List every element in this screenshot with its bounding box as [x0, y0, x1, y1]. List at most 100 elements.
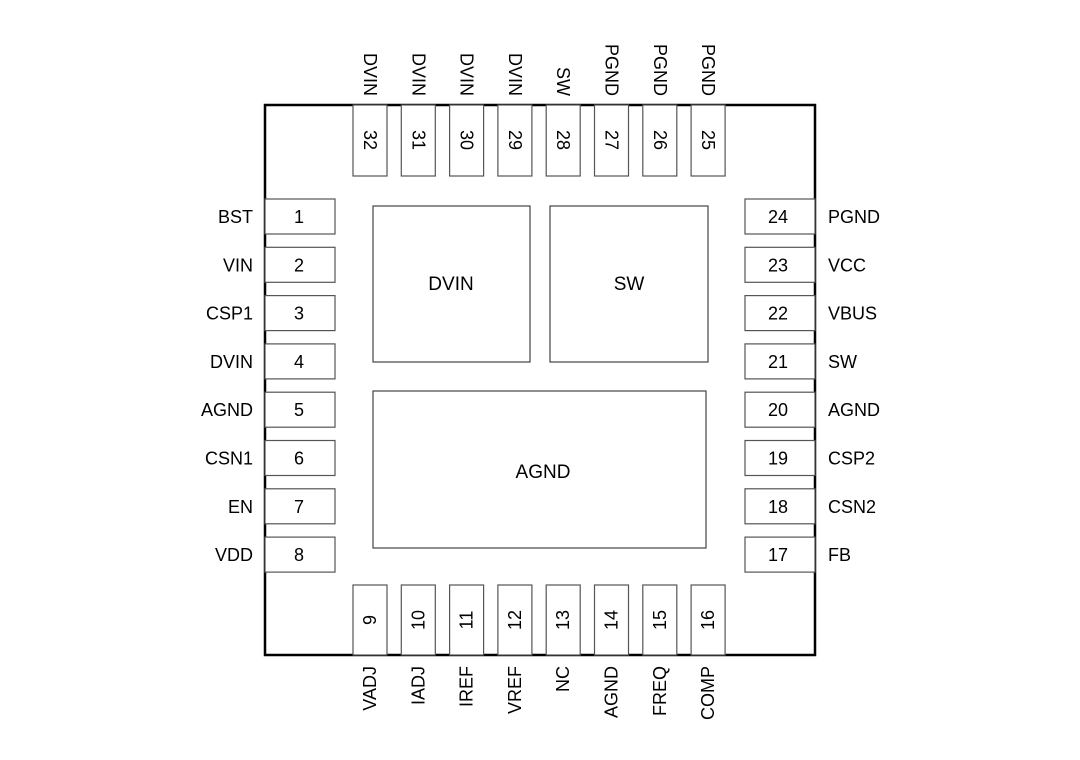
- pin-name: DVIN: [505, 53, 525, 96]
- pin-pad: [264, 536, 336, 573]
- pin-number: 18: [768, 497, 788, 517]
- pin-name: AGND: [201, 400, 253, 420]
- pin-26: 26 PGND: [642, 44, 678, 177]
- pin-name: AGND: [602, 666, 622, 718]
- pin-pad: [744, 198, 816, 235]
- pin-5: 5 AGND: [201, 391, 336, 428]
- pin-number: 16: [698, 610, 718, 630]
- pin-7: 7EN: [228, 488, 336, 525]
- pin-2: 2 VIN: [223, 246, 336, 283]
- pin-pad: [264, 439, 336, 477]
- pin-number: 17: [768, 545, 788, 565]
- pin-pad: [744, 295, 816, 332]
- pin-pad: [744, 343, 816, 380]
- pin-number: 26: [650, 130, 670, 150]
- exposed-pad-label: AGND: [516, 462, 571, 483]
- pin-number: 29: [505, 130, 525, 150]
- pin-name: FREQ: [650, 666, 670, 716]
- pin-name: AGND: [828, 400, 880, 420]
- pin-name: NC: [553, 666, 573, 692]
- pin-pad: [449, 584, 485, 656]
- pin-name: VIN: [223, 255, 253, 275]
- pin-name: CSP2: [828, 449, 875, 469]
- pin-pad: [264, 488, 336, 525]
- pin-pad: [400, 104, 436, 177]
- pin-name: CSP1: [206, 304, 253, 324]
- pin-number: 27: [602, 130, 622, 150]
- pin-name: EN: [228, 497, 253, 517]
- pin-number: 10: [408, 610, 428, 630]
- pin-name: DVIN: [457, 53, 477, 96]
- pin-pad: [264, 295, 336, 332]
- pin-pad: [264, 391, 336, 428]
- pin-name: VREF: [505, 666, 525, 714]
- pin-name: PGND: [602, 44, 622, 96]
- pin-22: 22 VBUS: [744, 295, 877, 332]
- pin-name: PGND: [650, 44, 670, 96]
- pin-pad: [449, 104, 485, 177]
- pin-pad: [497, 584, 533, 656]
- pin-pad: [744, 439, 816, 477]
- pin-name: PGND: [698, 44, 718, 96]
- pin-number: 24: [768, 207, 788, 227]
- pin-pad: [545, 104, 581, 177]
- pin-name: VCC: [828, 255, 866, 275]
- pin-pad: [400, 584, 436, 656]
- pin-number: 28: [553, 130, 573, 150]
- exposed-pad-label: DVIN: [428, 274, 473, 295]
- pin-pad: [642, 104, 678, 177]
- pin-number: 6: [294, 449, 304, 469]
- pin-4: 4 DVIN: [210, 343, 336, 380]
- pin-pad: [264, 246, 336, 283]
- top-pins: 32DVIN31DVIN30DVIN29DVIN28SW27PGND26PGND…: [352, 44, 726, 177]
- pin-name: SW: [553, 67, 573, 96]
- pin-pad: [744, 488, 816, 525]
- pin-number: 22: [768, 304, 788, 324]
- pin-number: 32: [360, 130, 380, 150]
- pin-name: DVIN: [210, 352, 253, 372]
- pin-number: 21: [768, 352, 788, 372]
- pin-number: 4: [294, 352, 304, 372]
- pin-pad: [352, 104, 388, 177]
- pin-pad: [545, 584, 581, 656]
- exposed-pad-dvin: DVIN: [372, 205, 531, 363]
- bottom-pins: 9VADJ10IADJ11IREF12VREF13NC14AGND15FREQ1…: [352, 584, 726, 720]
- pin-name: VBUS: [828, 304, 877, 324]
- pin-number: 5: [294, 400, 304, 420]
- pin-number: 8: [294, 545, 304, 565]
- pin-number: 12: [505, 610, 525, 630]
- pin-name: COMP: [698, 666, 718, 720]
- pin-name: CSN1: [205, 449, 253, 469]
- pin-18: 18 CSN2: [744, 488, 876, 525]
- pin-pad: [690, 584, 726, 656]
- pin-pad: [497, 104, 533, 177]
- pin-number: 14: [602, 610, 622, 630]
- pin-29: 29 DVIN: [497, 53, 533, 177]
- package-outline: [263, 103, 817, 657]
- pin-number: 2: [294, 255, 304, 275]
- pin-number: 15: [650, 610, 670, 630]
- pin-pad: [744, 536, 816, 573]
- pin-pad: [642, 584, 678, 656]
- pin-name: CSN2: [828, 497, 876, 517]
- pin-name: IREF: [457, 666, 477, 707]
- pin-pad: [690, 104, 726, 177]
- pin-27: 27 PGND: [593, 44, 630, 177]
- pin-pad: [264, 343, 336, 380]
- pin-name: DVIN: [360, 53, 380, 96]
